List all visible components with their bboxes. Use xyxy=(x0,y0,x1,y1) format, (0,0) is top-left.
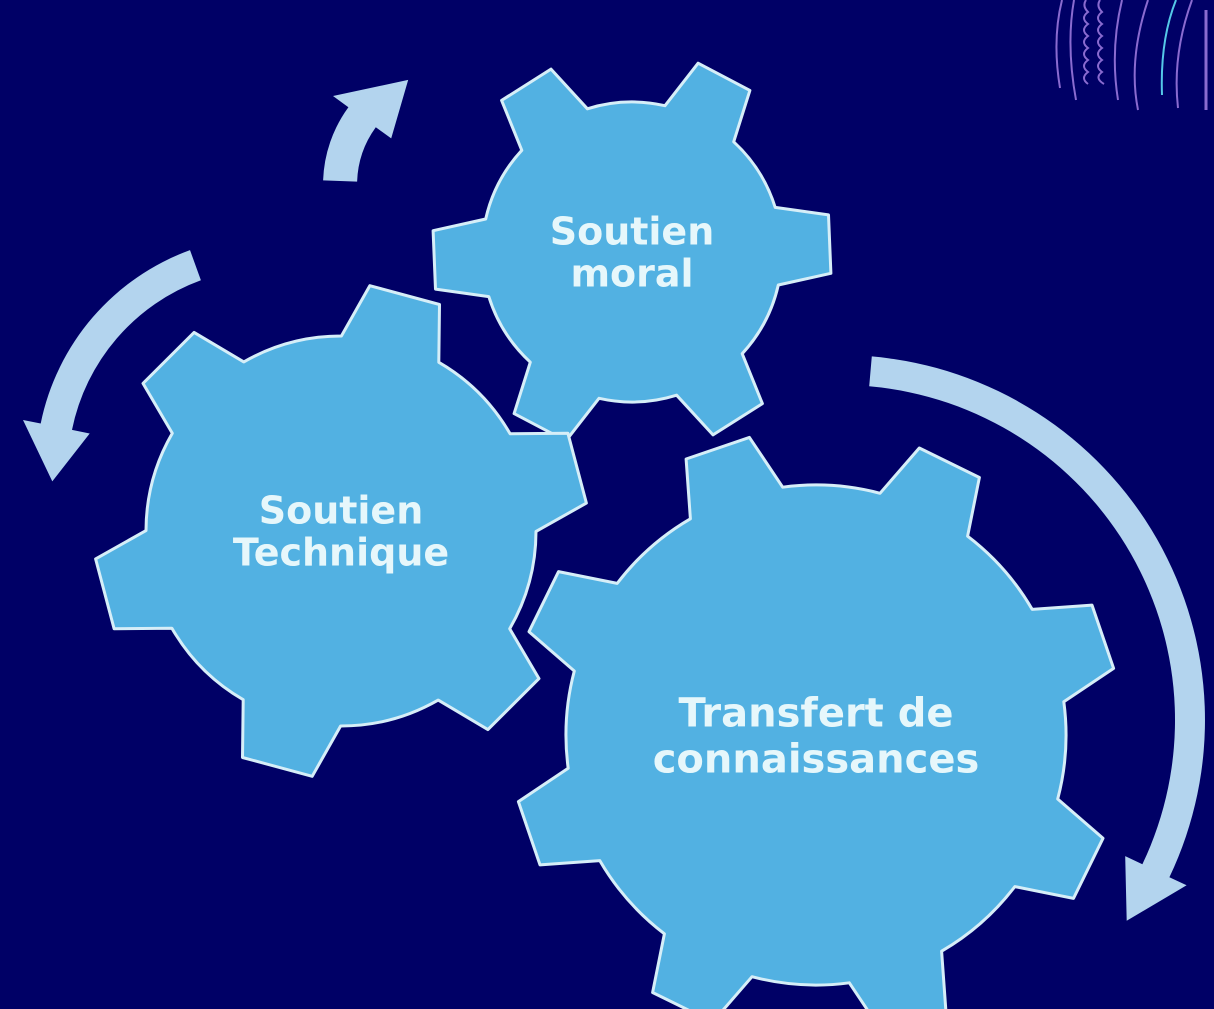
gear-label-line: Soutien xyxy=(259,489,424,533)
gear-shape xyxy=(431,61,833,443)
gear-label-line: Technique xyxy=(233,531,449,575)
gear-label-line: Soutien xyxy=(550,210,715,254)
gear-label-line: Transfert de xyxy=(679,690,954,736)
gear-label-line: connaissances xyxy=(653,736,980,782)
cycle-arrow-right xyxy=(869,356,1205,921)
gear-label-line: moral xyxy=(570,252,693,296)
cycle-arrow-top xyxy=(323,79,409,182)
sparkle-decoration xyxy=(1055,0,1208,111)
gear-shape xyxy=(94,284,588,778)
gear-shape xyxy=(516,435,1116,1009)
cycle-arrows xyxy=(23,79,1205,921)
cycle-arrow-left xyxy=(23,250,201,482)
